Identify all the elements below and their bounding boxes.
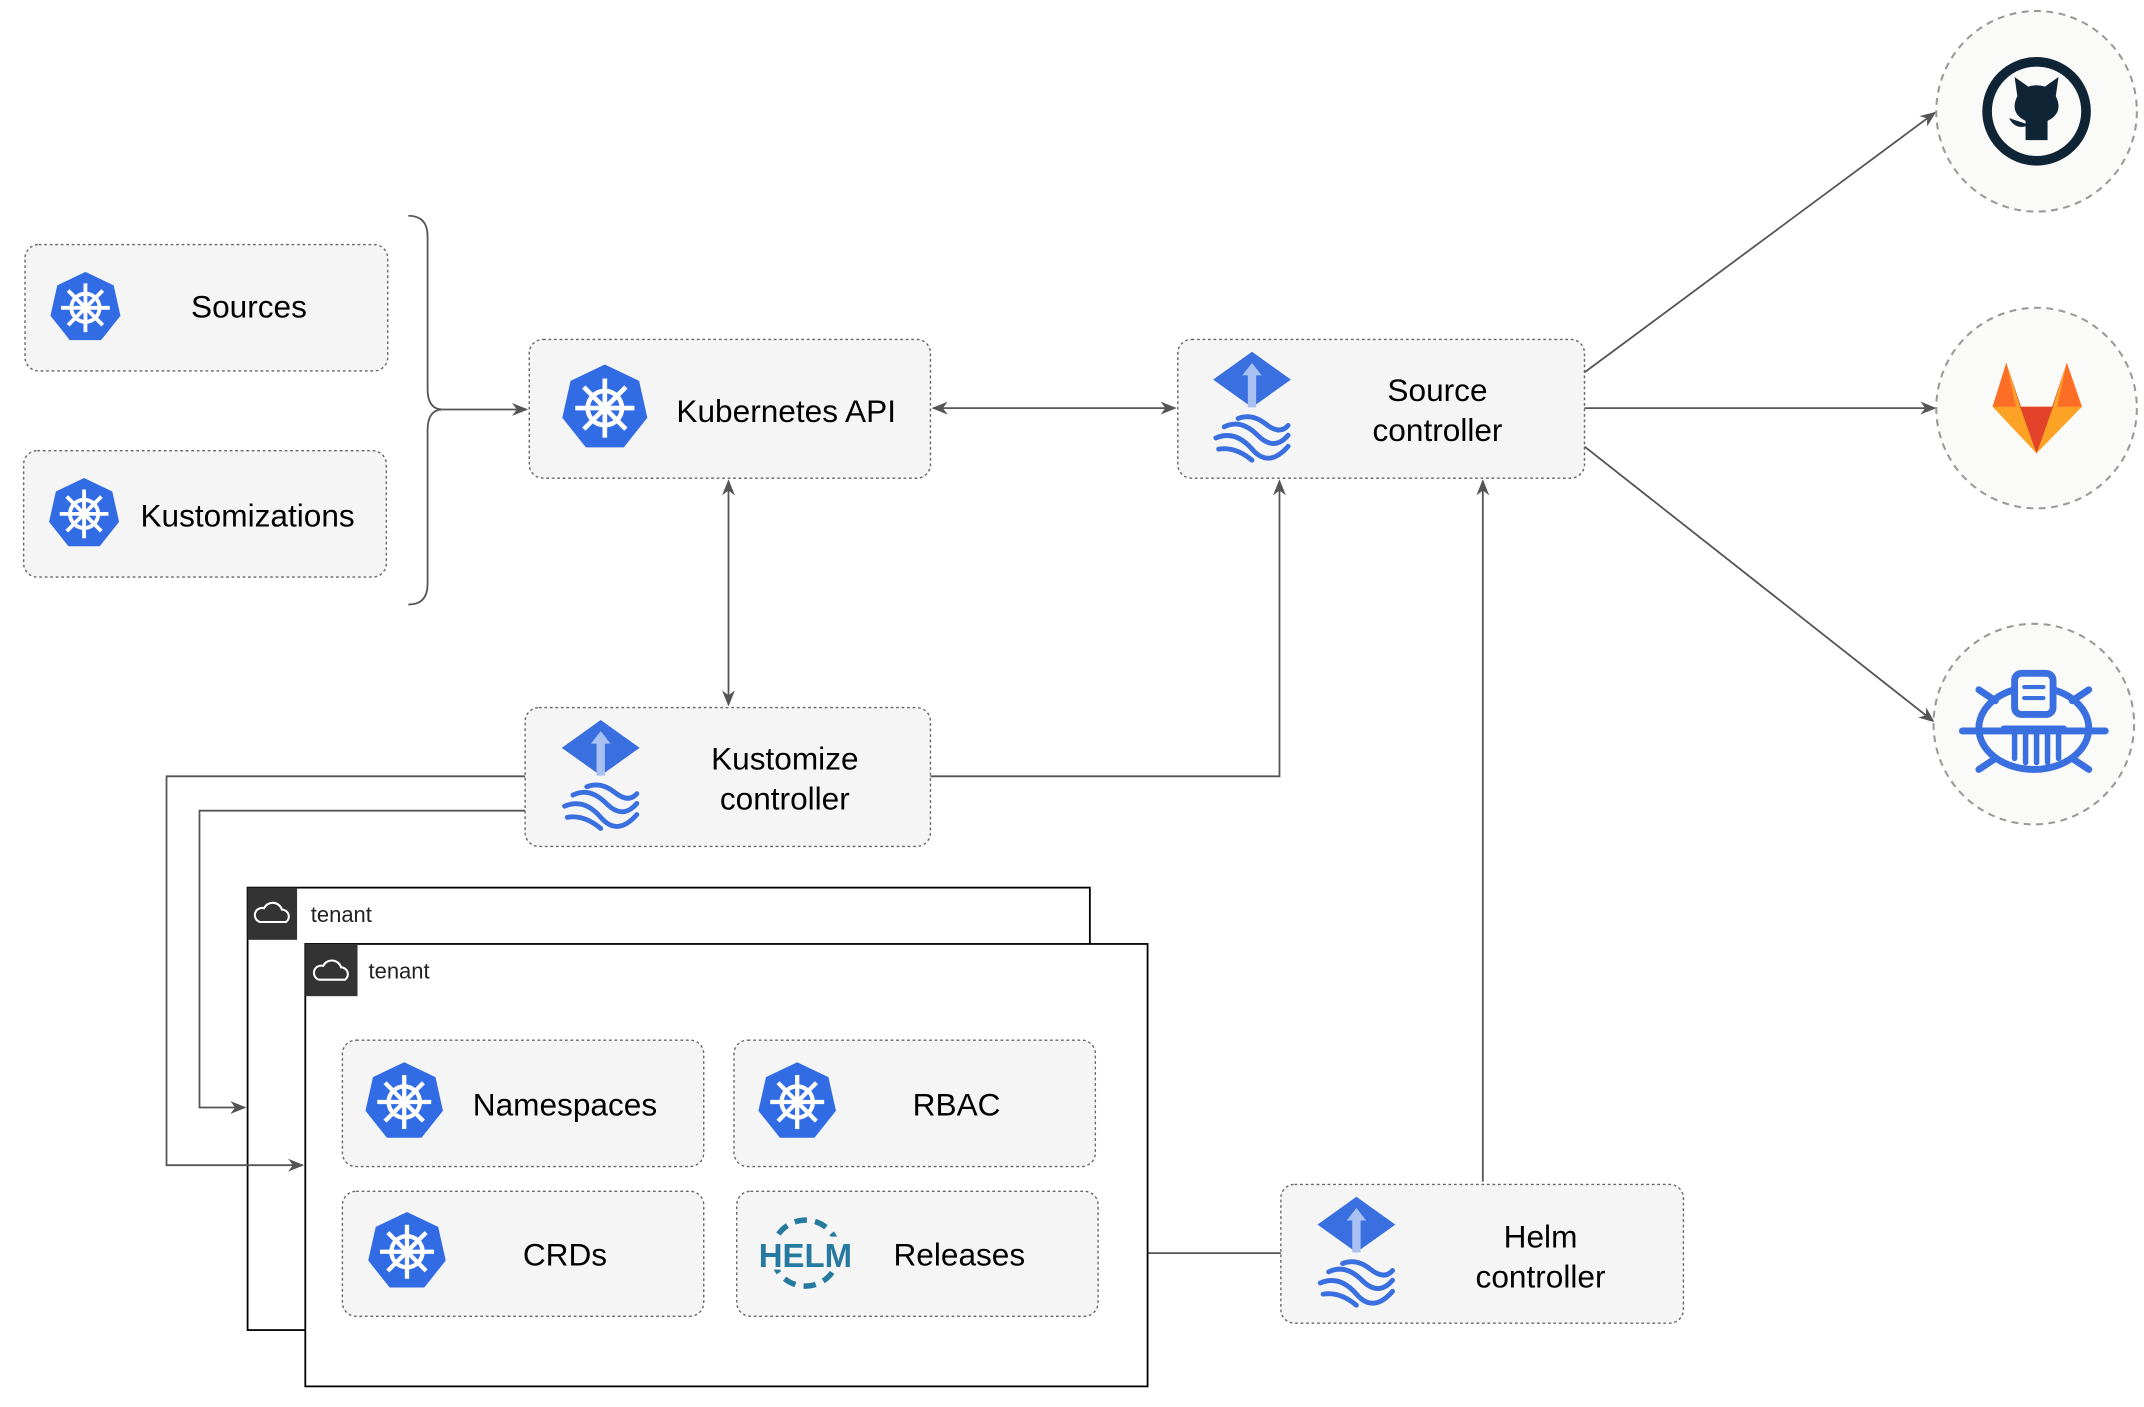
node-label: Kubernetes API bbox=[676, 393, 896, 429]
gitlab-icon bbox=[1992, 362, 2082, 454]
grouping-brace bbox=[408, 214, 443, 606]
node-label: Releases bbox=[893, 1236, 1025, 1272]
node-label: Sources bbox=[191, 288, 307, 324]
bucket-source[interactable] bbox=[1932, 622, 2136, 826]
edge-kustomize-to-tenant-front bbox=[165, 775, 526, 1172]
cloud-icon bbox=[253, 901, 290, 924]
node-kubernetes-api[interactable]: Kubernetes API bbox=[528, 338, 932, 479]
node-source-controller[interactable]: Source controller bbox=[1177, 338, 1586, 479]
node-label-line1: Helm bbox=[1504, 1219, 1578, 1255]
tenant-label: tenant bbox=[311, 902, 372, 927]
node-label: RBAC bbox=[913, 1087, 1001, 1123]
edges bbox=[408, 111, 1937, 1260]
edge-kustomize-to-tenant-back bbox=[198, 809, 526, 1114]
node-releases[interactable]: HELM Releases bbox=[736, 1190, 1099, 1318]
edge-source-to-github bbox=[1583, 111, 1937, 374]
node-crds[interactable]: CRDs bbox=[341, 1190, 705, 1318]
edge-kustomize-to-source bbox=[930, 479, 1286, 778]
node-label: Kustomizations bbox=[140, 497, 354, 533]
node-label: Namespaces bbox=[473, 1087, 657, 1123]
node-helm-controller[interactable]: Helm controller bbox=[1280, 1183, 1685, 1324]
helm-icon: HELM bbox=[755, 1217, 855, 1289]
node-label-line2: controller bbox=[1476, 1258, 1606, 1294]
node-kustomizations[interactable]: Kustomizations bbox=[22, 449, 388, 578]
node-label-line2: controller bbox=[1373, 412, 1503, 448]
node-kustomize-controller[interactable]: Kustomize controller bbox=[524, 706, 932, 848]
edge-source-to-bucket bbox=[1583, 445, 1935, 723]
svg-text:HELM: HELM bbox=[759, 1237, 852, 1274]
node-label: CRDs bbox=[523, 1236, 607, 1272]
node-rbac[interactable]: RBAC bbox=[733, 1039, 1097, 1168]
github-icon bbox=[1982, 57, 2091, 166]
cloud-icon-bg bbox=[305, 943, 358, 997]
bucket-bot-icon bbox=[1958, 669, 2109, 773]
node-label-line2: controller bbox=[720, 780, 850, 816]
node-label-line1: Source bbox=[1387, 372, 1487, 408]
node-namespaces[interactable]: Namespaces bbox=[341, 1039, 705, 1168]
tenant-label: tenant bbox=[369, 958, 430, 983]
github-source[interactable] bbox=[1935, 9, 2138, 213]
gitlab-source[interactable] bbox=[1935, 306, 2138, 510]
cloud-icon bbox=[312, 959, 349, 981]
node-sources[interactable]: Sources bbox=[24, 243, 389, 372]
node-label-line1: Kustomize bbox=[711, 740, 858, 776]
